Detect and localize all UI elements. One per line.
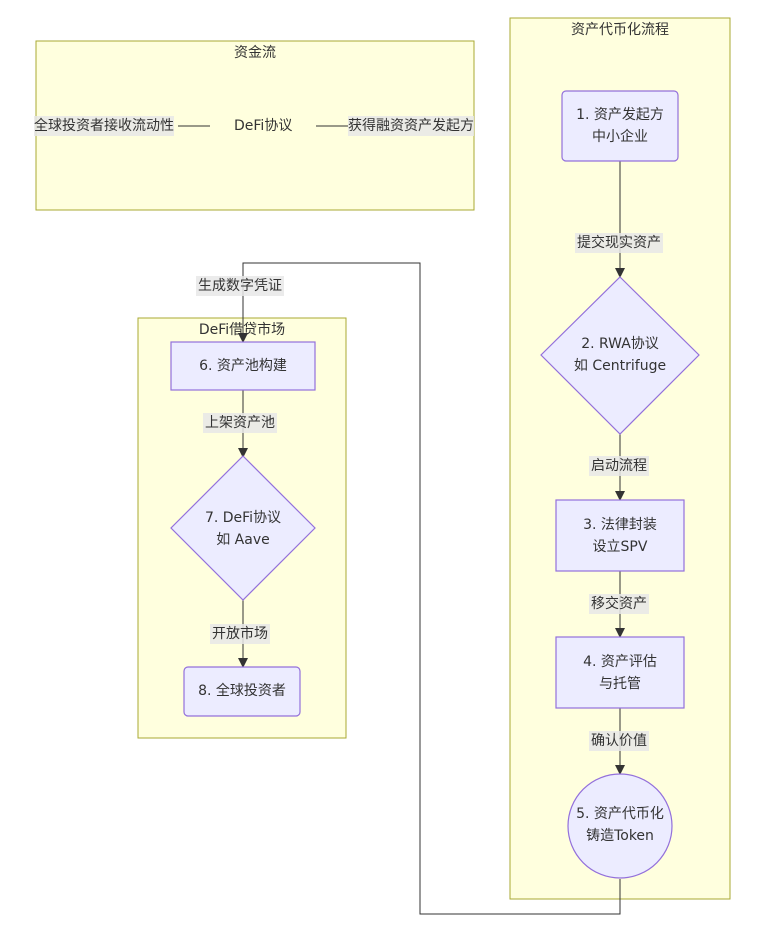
- money-flow-right-label: 获得融资资产发起方: [348, 116, 474, 136]
- node-global-investors: [183, 666, 301, 717]
- node-8-label: 8. 全球投资者: [184, 680, 300, 702]
- node-4-line-1: 4. 资产评估: [583, 654, 657, 670]
- node-2-line-2: 如 Centrifuge: [573, 358, 667, 374]
- node-asset-valuation: [555, 636, 685, 709]
- node-1-line-1: 1. 资产发起方: [576, 107, 664, 123]
- money-flow-left-label: 全球投资者接收流动性: [34, 116, 174, 136]
- node-5-line-2: 铸造Token: [586, 828, 654, 844]
- node-3-line-1: 3. 法律封装: [583, 517, 657, 533]
- edge-label-2-3: 启动流程: [589, 456, 649, 476]
- node-legal-wrapper: [555, 499, 685, 572]
- node-2-label: 2. RWA协议 如 Centrifuge: [560, 333, 680, 377]
- edge-label-1-2: 提交现实资产: [575, 233, 663, 253]
- node-defi-protocol: [170, 455, 316, 601]
- edge-label-5-6: 生成数字凭证: [196, 276, 284, 296]
- edge-label-4-5: 确认价值: [589, 731, 649, 751]
- node-8-line-1: 8. 全球投资者: [198, 683, 286, 699]
- node-rwa-protocol: [540, 276, 700, 435]
- edge-label-7-8: 开放市场: [210, 624, 270, 644]
- node-7-line-2: 如 Aave: [216, 532, 270, 548]
- node-7-label: 7. DeFi协议 如 Aave: [183, 507, 303, 551]
- edge-label-6-7: 上架资产池: [203, 413, 277, 433]
- node-6-label: 6. 资产池构建: [171, 355, 315, 377]
- node-tokenization: [567, 773, 673, 879]
- edge-label-3-4: 移交资产: [589, 594, 649, 614]
- node-2-line-1: 2. RWA协议: [581, 336, 659, 352]
- node-3-line-2: 设立SPV: [592, 539, 648, 555]
- node-5-line-1: 5. 资产代币化: [576, 806, 664, 822]
- cluster-title-defi-market: DeFi借贷市场: [198, 322, 286, 338]
- money-flow-middle-label: DeFi协议: [234, 118, 293, 134]
- node-asset-originator: [561, 90, 679, 162]
- node-4-label: 4. 资产评估 与托管: [556, 651, 684, 695]
- node-6-line-1: 6. 资产池构建: [199, 358, 287, 374]
- node-1-line-2: 中小企业: [592, 129, 648, 145]
- node-7-line-1: 7. DeFi协议: [204, 510, 282, 526]
- node-asset-pool: [170, 341, 316, 391]
- node-5-label: 5. 资产代币化 铸造Token: [562, 803, 678, 847]
- cluster-title-tokenization: 资产代币化流程: [571, 22, 669, 38]
- node-3-label: 3. 法律封装 设立SPV: [556, 514, 684, 558]
- node-1-label: 1. 资产发起方 中小企业: [562, 104, 678, 148]
- node-4-line-2: 与托管: [599, 676, 641, 692]
- cluster-title-money-flow: 资金流: [234, 45, 276, 61]
